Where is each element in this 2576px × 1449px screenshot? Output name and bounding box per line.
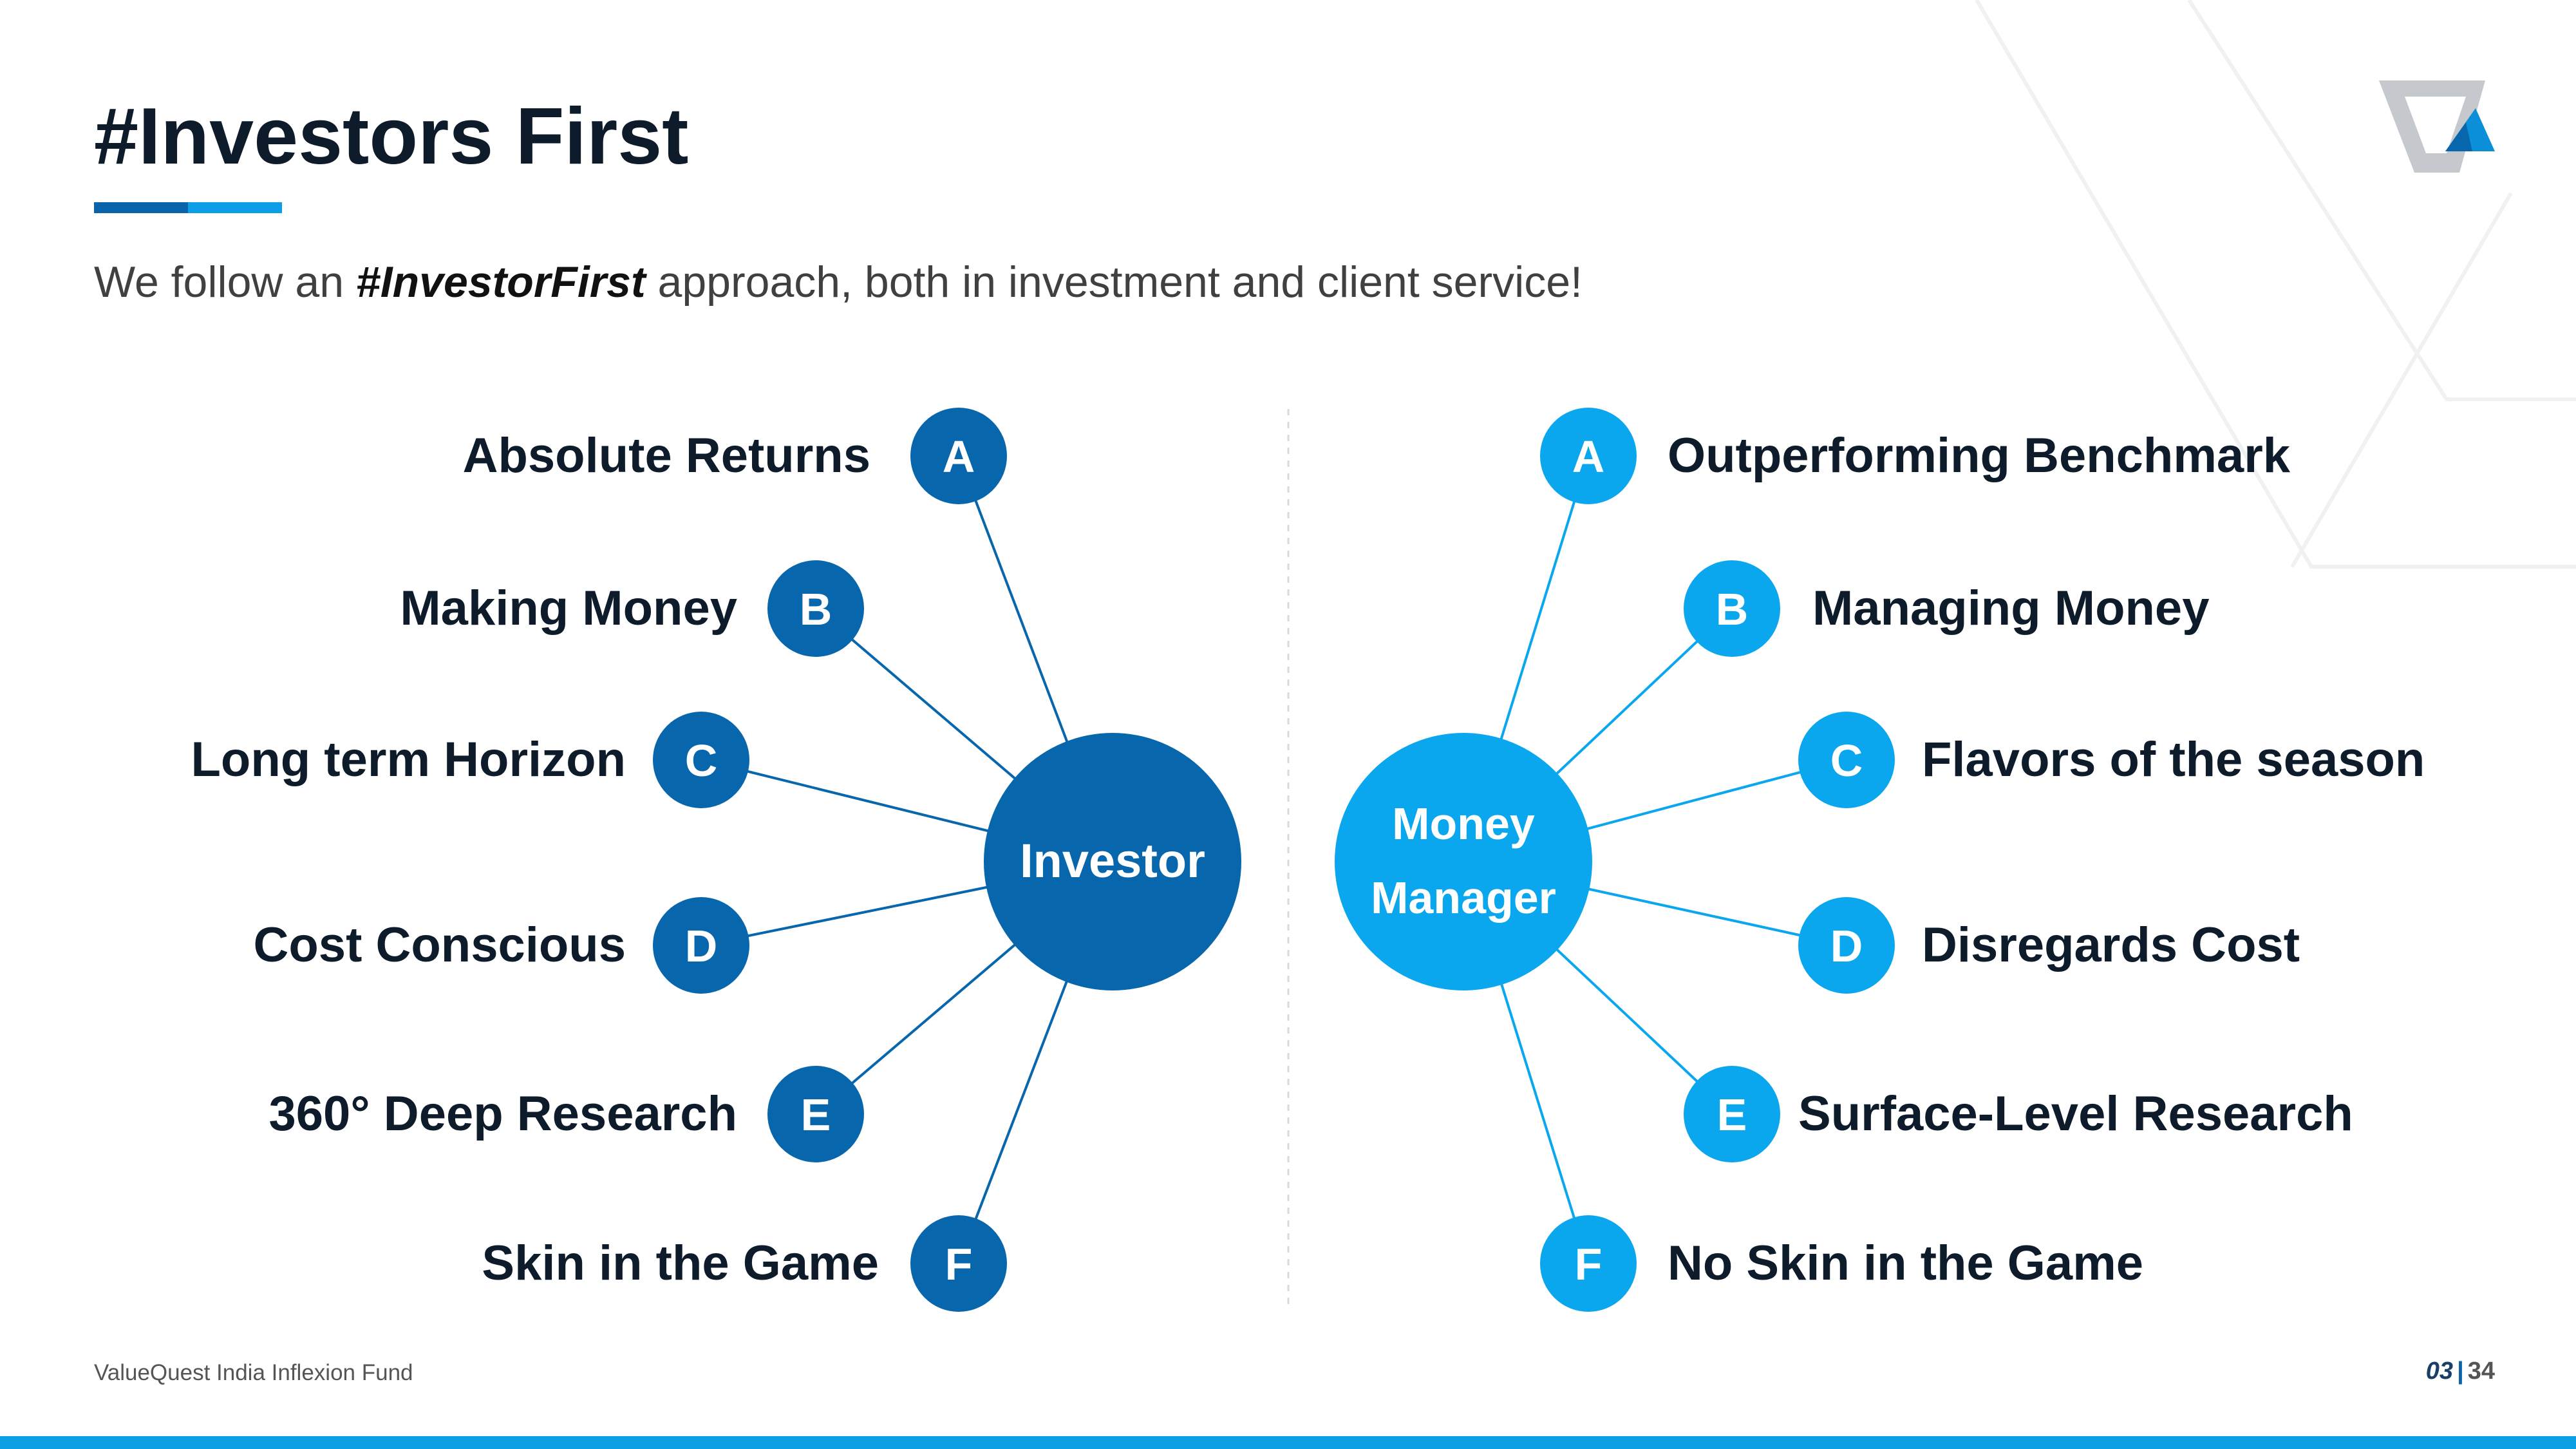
manager-node-letter-b: B bbox=[1716, 584, 1749, 634]
manager-spoke-label-d: Disregards Cost bbox=[1922, 918, 2300, 972]
page-current: 03 bbox=[2425, 1358, 2454, 1385]
bottom-accent-strip bbox=[0, 1436, 2576, 1449]
investor-node-letter-a: A bbox=[943, 431, 975, 482]
investor-node-letter-b: B bbox=[800, 584, 832, 634]
page-title: #Investors First bbox=[94, 92, 689, 181]
investor-node-letter-c: C bbox=[685, 735, 718, 786]
title-underline-dark bbox=[94, 202, 188, 213]
manager-node-circle-d bbox=[1798, 897, 1895, 994]
investor-node-circle-b bbox=[767, 560, 864, 657]
manager-spoke-label-f: No Skin in the Game bbox=[1668, 1236, 2143, 1291]
title-underline-light bbox=[188, 202, 282, 213]
valuequest-logo-icon bbox=[2379, 80, 2495, 173]
investor-spoke-label-c: Long term Horizon bbox=[191, 732, 626, 787]
investor-spoke-label-d: Cost Conscious bbox=[254, 918, 626, 972]
subtitle-hashtag: #InvestorFirst bbox=[355, 258, 646, 307]
manager-node-circle-e bbox=[1684, 1066, 1780, 1162]
investor-spoke-label-b: Making Money bbox=[400, 581, 737, 636]
manager-hub-label-line1: Money bbox=[1392, 799, 1535, 849]
investor-spoke-label-e: 360° Deep Research bbox=[269, 1086, 738, 1141]
manager-hub-label-line2: Manager bbox=[1371, 873, 1556, 923]
manager-node-letter-f: F bbox=[1575, 1239, 1603, 1289]
manager-node-letter-a: A bbox=[1572, 431, 1605, 482]
investor-node-circle-d bbox=[653, 897, 749, 994]
manager-spoke-label-c: Flavors of the season bbox=[1922, 732, 2425, 787]
manager-spoke-label-a: Outperforming Benchmark bbox=[1668, 428, 2291, 483]
manager-hub-circle bbox=[1335, 733, 1592, 990]
investor-node-letter-f: F bbox=[945, 1239, 973, 1289]
investor-hub-circle bbox=[984, 733, 1241, 990]
footer-fund-name: ValueQuest India Inflexion Fund bbox=[94, 1360, 413, 1385]
investor-hub-label: Investor bbox=[1020, 834, 1205, 887]
page-number: 03|34 bbox=[2426, 1358, 2495, 1385]
investor-spoke-label-f: Skin in the Game bbox=[482, 1236, 879, 1291]
investor-node-letter-e: E bbox=[801, 1090, 831, 1140]
subtitle-pre: We follow an bbox=[94, 258, 356, 307]
investor-node-circle-a bbox=[910, 408, 1007, 504]
investor-node-letter-d: D bbox=[685, 921, 718, 971]
page-total: 34 bbox=[2467, 1358, 2495, 1385]
manager-node-circle-b bbox=[1684, 560, 1780, 657]
investor-node-circle-f bbox=[910, 1215, 1007, 1312]
manager-node-circle-c bbox=[1798, 712, 1895, 808]
subtitle: We follow an #InvestorFirst approach, bo… bbox=[94, 256, 1583, 309]
manager-spoke-label-e: Surface-Level Research bbox=[1798, 1086, 2353, 1141]
investor-spoke-label-a: Absolute Returns bbox=[463, 428, 870, 483]
manager-node-letter-e: E bbox=[1717, 1090, 1747, 1140]
manager-node-circle-a bbox=[1540, 408, 1637, 504]
subtitle-post: approach, both in investment and client … bbox=[645, 258, 1583, 307]
manager-node-circle-f bbox=[1540, 1215, 1637, 1312]
investor-node-circle-e bbox=[767, 1066, 864, 1162]
manager-spoke-label-b: Managing Money bbox=[1812, 581, 2209, 636]
investor-node-circle-c bbox=[653, 712, 749, 808]
manager-node-letter-c: C bbox=[1830, 735, 1863, 786]
manager-node-letter-d: D bbox=[1830, 921, 1863, 971]
page-separator: | bbox=[2457, 1358, 2464, 1385]
